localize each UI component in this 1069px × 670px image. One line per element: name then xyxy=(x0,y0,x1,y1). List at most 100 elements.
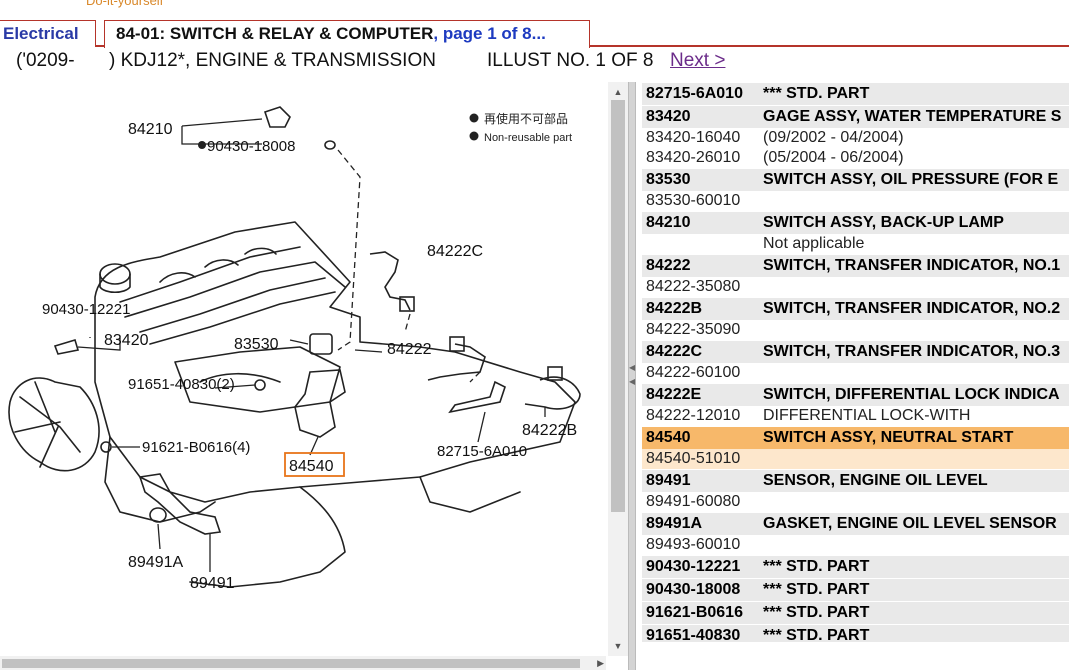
callout-83420[interactable]: 83420 xyxy=(104,332,149,349)
part-description: GASKET, ENGINE OIL LEVEL SENSOR xyxy=(763,515,1057,532)
part-description: (05/2004 - 06/2004) xyxy=(763,149,904,166)
tab-active-title: 84-01: SWITCH & RELAY & COMPUTER xyxy=(116,24,434,43)
parts-list-row[interactable]: 91651-40830*** STD. PART xyxy=(642,624,1069,642)
parts-list-row[interactable]: 84222E SWITCH, DIFFERENTIAL LOCK INDICA xyxy=(642,383,1069,406)
next-illustration-link[interactable]: Next > xyxy=(670,50,726,71)
scroll-right-icon[interactable]: ▶ xyxy=(597,658,604,668)
parts-list-row[interactable]: 83420 GAGE ASSY, WATER TEMPERATURE S xyxy=(642,105,1069,128)
part-description: Not applicable xyxy=(763,235,865,252)
callout-90430-12221[interactable]: 90430-12221 xyxy=(42,301,130,318)
part-number: 90430-12221 xyxy=(646,558,741,575)
part-number: 91651-40830 xyxy=(646,627,741,642)
part-number: 90430-18008 xyxy=(646,581,741,598)
part-number: 84222C xyxy=(646,343,703,360)
callout-91651-40830[interactable]: 91651-40830(2) xyxy=(128,376,235,393)
part-number: 84222 xyxy=(646,257,691,274)
part-number: 83420 xyxy=(646,108,691,125)
part-number: 84540 xyxy=(646,429,691,446)
parts-list-subrow[interactable]: 89491-60080 xyxy=(642,492,1069,512)
callout-89491[interactable]: 89491 xyxy=(190,575,235,592)
part-description: SWITCH, DIFFERENTIAL LOCK INDICA xyxy=(763,386,1060,403)
callout-82715-6A010[interactable]: 82715-6A010 xyxy=(437,443,527,460)
splitter-grip-icon[interactable]: ◀ xyxy=(629,377,636,386)
part-number: 84222E xyxy=(646,386,702,403)
tab-active-group[interactable]: 84-01: SWITCH & RELAY & COMPUTER, page 1… xyxy=(104,20,590,48)
splitter-grip-icon[interactable]: ◀ xyxy=(629,363,636,372)
part-number: 91621-B0616 xyxy=(646,604,743,621)
parts-list-subrow[interactable]: 83420-16040(09/2002 - 04/2004) xyxy=(642,128,1069,148)
site-tag: Do-it-yourself xyxy=(86,0,164,8)
parts-list-row[interactable]: 90430-12221 *** STD. PART xyxy=(642,555,1069,578)
non-reusable-dot-icon xyxy=(469,131,479,141)
callout-90430-18008[interactable]: 90430-18008 xyxy=(207,138,295,155)
part-number: 89491A xyxy=(646,515,703,532)
parts-list-row[interactable]: 91621-B0616 *** STD. PART xyxy=(642,601,1069,624)
callout-83530[interactable]: 83530 xyxy=(234,336,279,353)
callout-91621-B0616[interactable]: 91621-B0616(4) xyxy=(142,439,250,456)
part-description: *** STD. PART xyxy=(763,581,870,598)
parts-list-subrow[interactable]: 84222-35090 xyxy=(642,320,1069,340)
callout-89491A[interactable]: 89491A xyxy=(128,554,183,571)
part-description: SWITCH, TRANSFER INDICATOR, NO.1 xyxy=(763,257,1061,274)
parts-list-row[interactable]: 82715-6A010 *** STD. PART xyxy=(642,82,1069,105)
part-number: 84540-51010 xyxy=(646,450,741,467)
parts-list-row[interactable]: 90430-18008 *** STD. PART xyxy=(642,578,1069,601)
horizontal-scroll-thumb[interactable] xyxy=(2,659,580,668)
parts-diagram: 再使用不可部品 Non-reusable part 84210 90430-18… xyxy=(8,106,581,592)
callout-84210[interactable]: 84210 xyxy=(128,121,173,138)
part-number: 84222-35090 xyxy=(646,321,741,338)
part-description: *** STD. PART xyxy=(763,85,870,102)
parts-list-row[interactable]: 83530 SWITCH ASSY, OIL PRESSURE (FOR E xyxy=(642,168,1069,191)
parts-list: 82715-6A010 *** STD. PART 83420 GAGE ASSY, … xyxy=(642,82,1069,642)
parts-list-row[interactable]: 84222 SWITCH, TRANSFER INDICATOR, NO.1 xyxy=(642,254,1069,277)
parts-list-subrow[interactable]: 84222-35080 xyxy=(642,277,1069,297)
illustration-pane[interactable]: 再使用不可部品 Non-reusable part 84210 90430-18… xyxy=(0,82,606,656)
callout-84222C[interactable]: 84222C xyxy=(427,243,483,260)
pane-splitter[interactable]: ◀ ◀ xyxy=(628,82,636,670)
parts-list-subrow[interactable]: 84222-12010 DIFFERENTIAL LOCK-WITH xyxy=(642,406,1069,426)
part-description: *** STD. PART xyxy=(763,604,870,621)
callout-84222B[interactable]: 84222B xyxy=(522,422,577,439)
parts-list-subrow[interactable]: 83420-26010(05/2004 - 06/2004) xyxy=(642,148,1069,168)
part-description: SWITCH ASSY, OIL PRESSURE (FOR E xyxy=(763,171,1059,188)
part-number: 83420-16040 xyxy=(646,129,741,146)
part-number: 84222-12010 xyxy=(646,407,741,424)
illustration-vertical-scrollbar[interactable]: ▲ ▼ xyxy=(608,82,628,656)
part-description: *** STD. PART xyxy=(763,558,870,575)
parts-list-subrow[interactable]: 84540-51010 xyxy=(642,449,1069,469)
part-number: 82715-6A010 xyxy=(646,85,743,102)
legend-non-reusable-en: Non-reusable part xyxy=(484,132,572,144)
part-number: 84222-35080 xyxy=(646,278,741,295)
parts-list-row[interactable]: 84222C SWITCH, TRANSFER INDICATOR, NO.3 xyxy=(642,340,1069,363)
parts-list-subrow[interactable]: 83530-60010 xyxy=(642,191,1069,211)
part-number: 83530 xyxy=(646,171,691,188)
parts-list-row[interactable]: 84222B SWITCH, TRANSFER INDICATOR, NO.2 xyxy=(642,297,1069,320)
part-number: 84222-60100 xyxy=(646,364,741,381)
part-description: SWITCH, TRANSFER INDICATOR, NO.2 xyxy=(763,300,1061,317)
callout-84222[interactable]: 84222 xyxy=(387,341,432,358)
part-number: 83530-60010 xyxy=(646,192,741,209)
top-strip: Do-it-yourself xyxy=(0,0,1069,18)
part-description: GAGE ASSY, WATER TEMPERATURE S xyxy=(763,108,1062,125)
part-description: DIFFERENTIAL LOCK-WITH xyxy=(763,407,971,424)
tab-electrical[interactable]: Electrical xyxy=(0,20,96,47)
callout-84540[interactable]: 84540 xyxy=(289,458,334,475)
illustration-horizontal-scrollbar[interactable]: ▶ xyxy=(0,656,606,670)
part-description: SWITCH, TRANSFER INDICATOR, NO.3 xyxy=(763,343,1061,360)
part-number: 84222B xyxy=(646,300,703,317)
tab-page-indicator[interactable]: , page 1 of 8... xyxy=(433,24,546,43)
parts-list-subrow[interactable]: 84222-60100 xyxy=(642,363,1069,383)
part-number: 89491-60080 xyxy=(646,493,741,510)
parts-list-subrow[interactable]: 89493-60010 xyxy=(642,535,1069,555)
engine-block-outline xyxy=(94,221,576,503)
non-reusable-dot-icon xyxy=(469,113,479,123)
part-number: 89491 xyxy=(646,472,691,489)
vertical-scroll-thumb[interactable] xyxy=(611,100,625,512)
scroll-up-icon[interactable]: ▲ xyxy=(613,87,623,97)
parts-list-subrow[interactable]: Not applicable xyxy=(642,234,1069,254)
scroll-down-icon[interactable]: ▼ xyxy=(613,641,623,651)
parts-list-row[interactable]: 89491A GASKET, ENGINE OIL LEVEL SENSOR xyxy=(642,512,1069,535)
